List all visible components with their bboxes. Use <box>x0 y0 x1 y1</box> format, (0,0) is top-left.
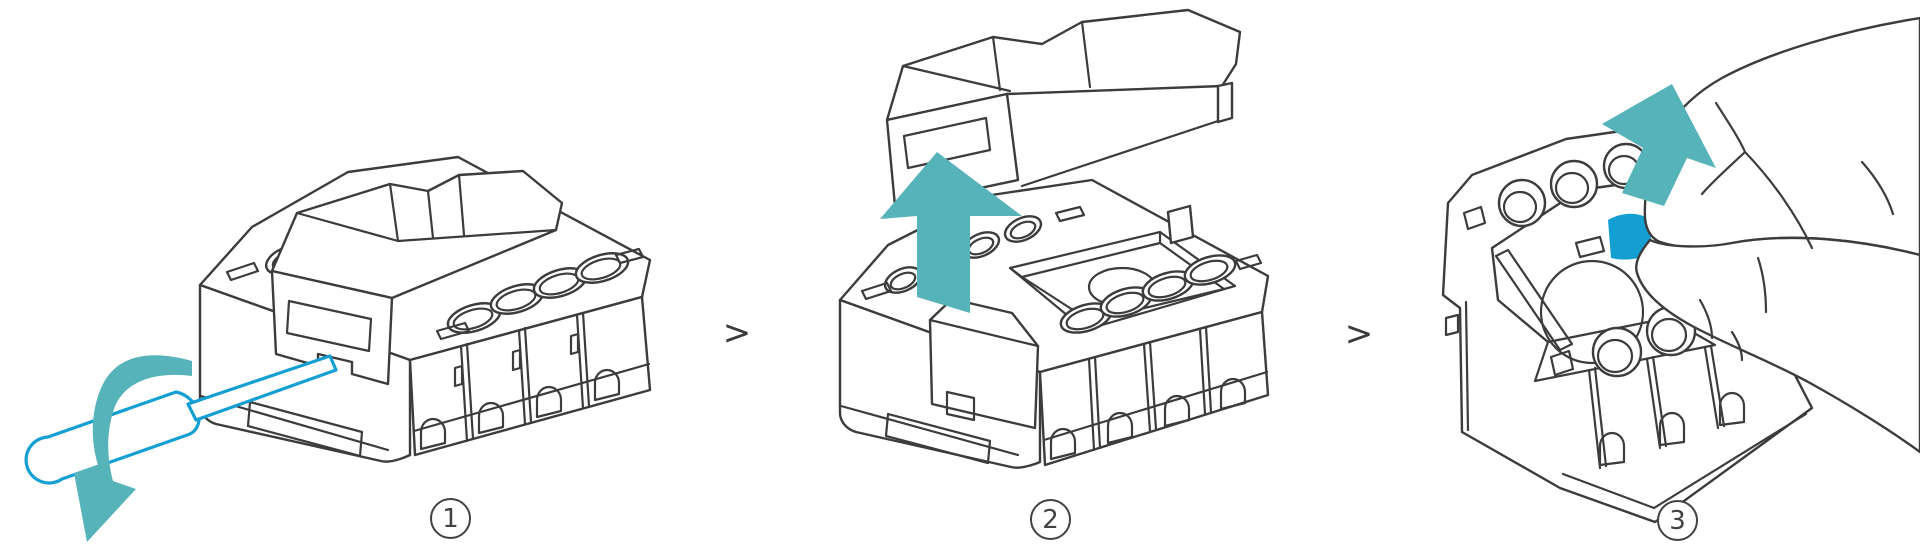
hand-icon <box>1635 16 1920 454</box>
step1-illustration <box>24 155 652 542</box>
relay-module-open <box>838 178 1270 469</box>
module-cover <box>270 169 564 386</box>
up-arrow-icon <box>880 152 1022 313</box>
step3-illustration <box>1441 16 1920 524</box>
step-separator-1: > <box>722 313 752 353</box>
screwdriver-icon <box>24 354 338 485</box>
step-2-badge: 2 <box>1030 499 1071 540</box>
up-arrow-icon <box>1602 84 1716 206</box>
step-separator-2: > <box>1344 314 1374 354</box>
step2-illustration <box>838 8 1270 469</box>
step-1-badge: 1 <box>430 498 471 539</box>
step-3-badge: 3 <box>1657 500 1698 541</box>
pull-tab-icon <box>1608 213 1653 260</box>
curved-down-arrow-icon <box>74 355 192 542</box>
